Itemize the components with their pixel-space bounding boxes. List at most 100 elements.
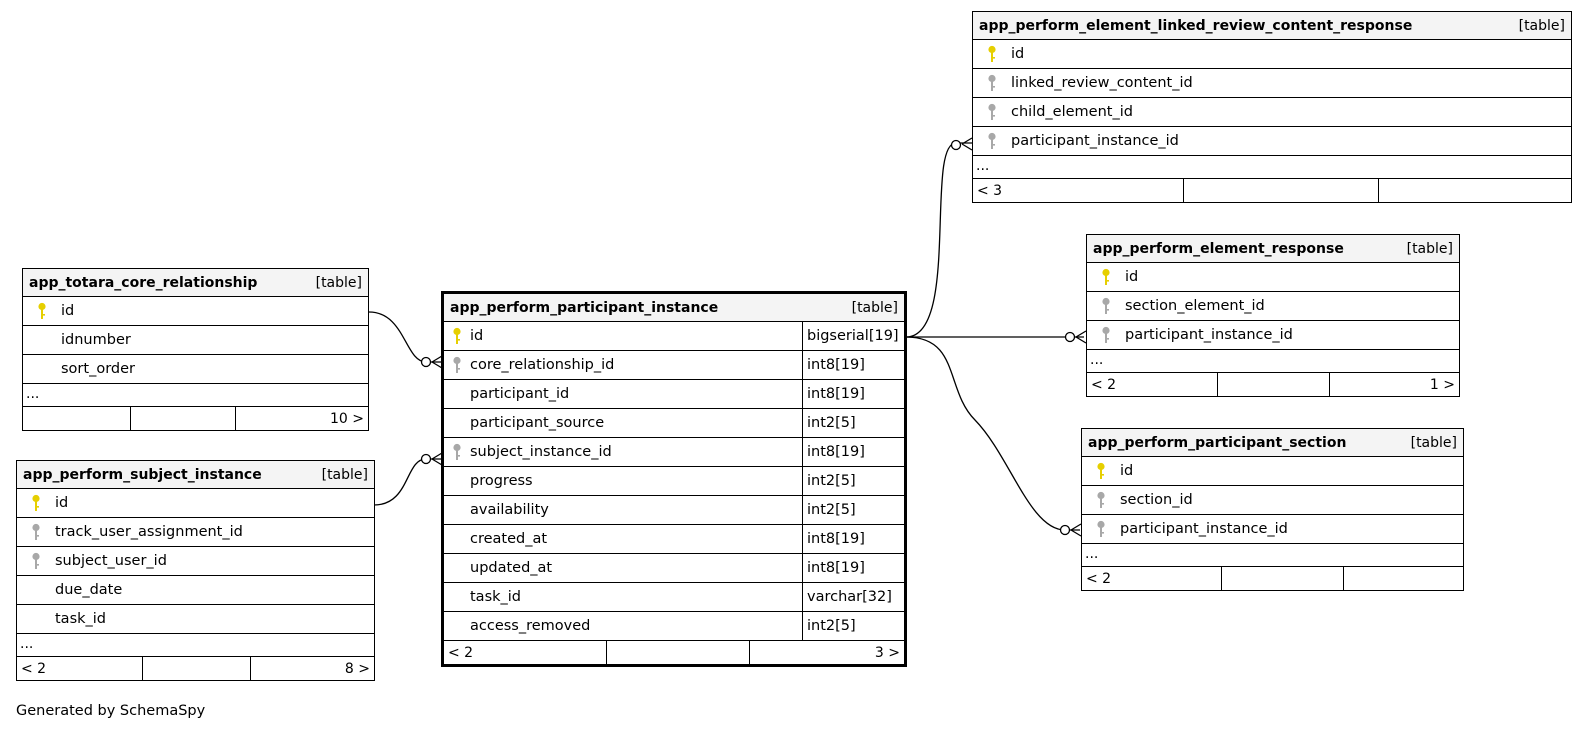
table-app-perform-participant-instance[interactable]: app_perform_participant_instance [table]… bbox=[441, 291, 907, 667]
column-row[interactable]: id bbox=[17, 489, 374, 518]
footer-children[interactable] bbox=[1344, 567, 1463, 590]
edge-linked-review-crowfoot bbox=[961, 137, 973, 151]
more-columns: ... bbox=[23, 384, 368, 407]
foreign-key-icon bbox=[1082, 520, 1120, 538]
table-app-perform-element-response[interactable]: app_perform_element_response [table] id s… bbox=[1086, 234, 1460, 397]
table-name: app_perform_participant_instance bbox=[450, 299, 719, 316]
foreign-key-icon bbox=[444, 356, 470, 374]
footer-middle bbox=[1184, 179, 1379, 202]
column-name: participant_source bbox=[470, 415, 605, 431]
column-name: sort_order bbox=[61, 361, 135, 377]
column-name: id bbox=[1125, 269, 1139, 285]
table-footer: < 2 3 > bbox=[444, 641, 904, 664]
column-type: int2[5] bbox=[802, 496, 904, 524]
table-name: app_perform_subject_instance bbox=[23, 466, 262, 483]
footer-parents[interactable]: < 3 bbox=[973, 179, 1184, 202]
column-name: id bbox=[61, 303, 75, 319]
column-name: updated_at bbox=[470, 560, 553, 576]
edge-participant-section-crowfoot bbox=[1070, 523, 1082, 537]
more-columns: ... bbox=[973, 156, 1571, 179]
column-type: int2[5] bbox=[802, 467, 904, 495]
foreign-key-icon bbox=[1082, 491, 1120, 509]
column-name: created_at bbox=[470, 531, 548, 547]
foreign-key-icon bbox=[1087, 326, 1125, 344]
column-row[interactable]: id bbox=[1087, 263, 1459, 292]
footer-parents[interactable]: < 2 bbox=[1082, 567, 1222, 590]
footer-children[interactable] bbox=[1379, 179, 1571, 202]
footer-parents[interactable] bbox=[23, 407, 131, 430]
more-columns: ... bbox=[17, 634, 374, 657]
foreign-key-icon bbox=[973, 74, 1011, 92]
table-kind: [table] bbox=[1406, 240, 1453, 257]
column-row[interactable]: participant_instance_id bbox=[1082, 515, 1463, 544]
table-app-perform-element-linked-review-content-response[interactable]: app_perform_element_linked_review_conten… bbox=[972, 11, 1572, 203]
foreign-key-icon bbox=[1087, 297, 1125, 315]
column-row[interactable]: section_id bbox=[1082, 486, 1463, 515]
more-columns: ... bbox=[1087, 350, 1459, 373]
column-row[interactable]: id bbox=[23, 297, 368, 326]
footer-middle bbox=[607, 641, 750, 664]
column-name: section_element_id bbox=[1125, 298, 1265, 314]
column-row[interactable]: id bbox=[973, 40, 1571, 69]
column-name: participant_instance_id bbox=[1120, 521, 1288, 537]
table-header: app_perform_participant_instance [table] bbox=[444, 294, 904, 322]
table-app-perform-participant-section[interactable]: app_perform_participant_section [table] … bbox=[1081, 428, 1464, 591]
column-type: int8[19] bbox=[802, 351, 904, 379]
table-header: app_perform_participant_section [table] bbox=[1082, 429, 1463, 457]
column-row[interactable]: task_id bbox=[17, 605, 374, 634]
column-type: int8[19] bbox=[802, 438, 904, 466]
footer-parents[interactable]: < 2 bbox=[1087, 373, 1218, 396]
primary-key-icon bbox=[1087, 268, 1125, 286]
credit-text: Generated by SchemaSpy bbox=[16, 703, 206, 719]
column-row[interactable]: sort_order bbox=[23, 355, 368, 384]
footer-parents[interactable]: < 2 bbox=[444, 641, 607, 664]
column-name: id bbox=[470, 328, 484, 344]
edge-subject-instance-zero-marker bbox=[420, 453, 432, 465]
column-row[interactable]: track_user_assignment_id bbox=[17, 518, 374, 547]
footer-children[interactable]: 1 > bbox=[1429, 376, 1455, 393]
column-row[interactable]: participant_instance_id bbox=[973, 127, 1571, 156]
column-row[interactable]: subject_user_id bbox=[17, 547, 374, 576]
footer-middle bbox=[131, 407, 236, 430]
footer-children[interactable]: 10 > bbox=[330, 410, 364, 427]
table-header: app_perform_subject_instance [table] bbox=[17, 461, 374, 489]
edge-participant-section-zero-marker bbox=[1059, 524, 1071, 536]
column-row[interactable]: idnumber bbox=[23, 326, 368, 355]
table-footer: < 2 bbox=[1082, 567, 1463, 590]
footer-middle bbox=[1218, 373, 1330, 396]
column-row[interactable]: linked_review_content_id bbox=[973, 69, 1571, 98]
footer-children[interactable]: 8 > bbox=[344, 660, 370, 677]
footer-parents[interactable]: < 2 bbox=[17, 657, 143, 680]
table-name: app_perform_element_response bbox=[1093, 240, 1344, 257]
table-footer: < 2 8 > bbox=[17, 657, 374, 680]
foreign-key-icon bbox=[17, 552, 55, 570]
footer-children[interactable]: 3 > bbox=[874, 644, 900, 661]
column-name: idnumber bbox=[61, 332, 131, 348]
primary-key-icon bbox=[444, 327, 470, 345]
column-row[interactable]: due_date bbox=[17, 576, 374, 605]
table-name: app_perform_participant_section bbox=[1088, 434, 1347, 451]
column-name: access_removed bbox=[470, 618, 591, 634]
column-row[interactable]: id bbox=[1082, 457, 1463, 486]
edge-participant-section bbox=[905, 336, 1080, 531]
table-name: app_perform_element_linked_review_conten… bbox=[979, 17, 1413, 34]
footer-middle bbox=[143, 657, 251, 680]
table-name: app_totara_core_relationship bbox=[29, 274, 258, 291]
column-row[interactable]: child_element_id bbox=[973, 98, 1571, 127]
column-name: participant_instance_id bbox=[1011, 133, 1179, 149]
column-row[interactable]: participant_instance_id bbox=[1087, 321, 1459, 350]
column-row[interactable]: section_element_id bbox=[1087, 292, 1459, 321]
